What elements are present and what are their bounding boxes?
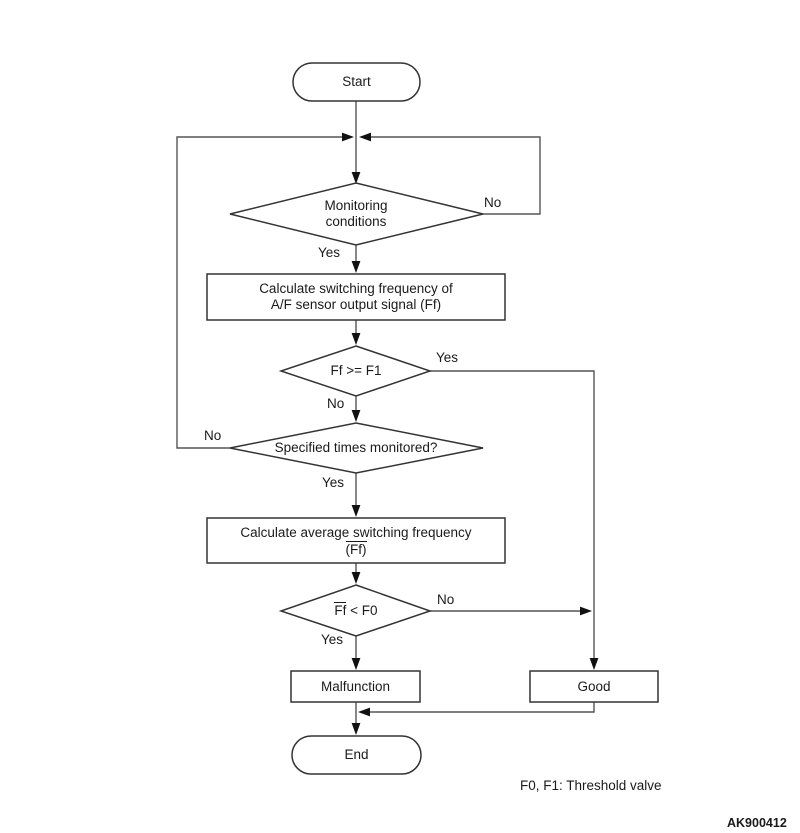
- connector-good-to-end-line: [369, 702, 595, 713]
- monitoring-decision-shape: [229, 182, 484, 246]
- ff-ge-f1-decision-label: Ff >= F1: [281, 346, 431, 396]
- monitoring-line2: conditions: [325, 214, 387, 229]
- calc-avg-freq-label: Calculate average switching frequency (F…: [207, 518, 505, 563]
- calc-avg-line1: Calculate average switching frequency: [240, 524, 472, 540]
- arrowhead-into-end: [351, 723, 361, 735]
- start-node-label: Start: [293, 63, 420, 101]
- edge-label-ff-ge-f1-yes: Yes: [436, 350, 459, 365]
- end-node-label: End: [292, 736, 421, 774]
- arrowhead-into-specified: [351, 410, 361, 422]
- figure-code: AK900412: [727, 816, 787, 830]
- end-node-shape: [291, 735, 422, 775]
- calc-avg-line2-overlined: (Ff): [345, 540, 367, 557]
- specified-times-decision-shape: [229, 422, 484, 474]
- start-text: Start: [342, 74, 371, 89]
- arrowhead-into-fflt: [351, 572, 361, 584]
- threshold-legend-note: F0, F1: Threshold valve: [520, 778, 662, 793]
- connector-ffge-yes-to-good: [430, 370, 595, 659]
- ff-lt-f0-decision-label: Ff < F0: [281, 585, 431, 636]
- monitoring-line1: Monitoring: [324, 198, 388, 213]
- malfunction-node-shape: [290, 670, 421, 703]
- edge-label-ff-lt-f0-no: No: [437, 592, 455, 607]
- arrowhead-left-loop-merge: [342, 132, 354, 142]
- arrowhead-into-monitoring: [351, 172, 361, 184]
- connector-specified-no-loop: [176, 136, 343, 449]
- edge-label-specified-no: No: [204, 428, 222, 443]
- arrowhead-right-loop-merge: [359, 132, 371, 142]
- good-text: Good: [577, 678, 611, 694]
- calc-switching-line1: Calculate switching frequency of: [259, 281, 453, 296]
- calc-switching-freq-label: Calculate switching frequency of A/F sen…: [207, 274, 505, 320]
- calc-switching-line2: A/F sensor output signal (Ff): [270, 297, 442, 312]
- specified-times-decision-label: Specified times monitored?: [230, 423, 482, 473]
- end-text: End: [344, 747, 369, 762]
- specified-times-text: Specified times monitored?: [274, 440, 438, 455]
- arrowhead-into-good: [589, 658, 599, 670]
- ff-lt-f0-rest: < F0: [346, 603, 378, 618]
- monitoring-decision-label: Monitoring conditions: [230, 189, 482, 239]
- edge-label-monitoring-yes: Yes: [318, 245, 341, 260]
- edge-label-ff-lt-f0-yes: Yes: [321, 632, 344, 647]
- arrowhead-into-box1: [351, 261, 361, 273]
- good-node-shape: [529, 670, 659, 703]
- malfunction-node-label: Malfunction: [291, 671, 420, 702]
- calc-switching-freq-shape: [206, 273, 506, 321]
- edge-label-monitoring-no: No: [484, 195, 502, 210]
- malfunction-text: Malfunction: [320, 678, 391, 694]
- arrowhead-fflt-no-merge: [580, 606, 592, 616]
- connector-monitoring-no-loop: [370, 136, 541, 215]
- arrowhead-good-merge: [358, 707, 370, 717]
- ff-ge-f1-text: Ff >= F1: [330, 363, 382, 378]
- arrowhead-into-box2: [351, 505, 361, 517]
- edge-label-ff-ge-f1-no: No: [327, 396, 345, 411]
- ff-lt-f0-decision-shape: [278, 584, 433, 637]
- good-node-label: Good: [530, 671, 658, 702]
- ff-lt-f0-text: Ff < F0: [334, 602, 378, 619]
- edge-label-specified-yes: Yes: [322, 475, 345, 490]
- ff-ge-f1-decision-shape: [278, 345, 433, 397]
- arrowhead-into-ffge: [351, 333, 361, 345]
- ff-lt-f0-overlined: Ff: [334, 602, 347, 618]
- start-node-shape: [292, 62, 421, 102]
- arrowhead-into-malfunction: [351, 658, 361, 670]
